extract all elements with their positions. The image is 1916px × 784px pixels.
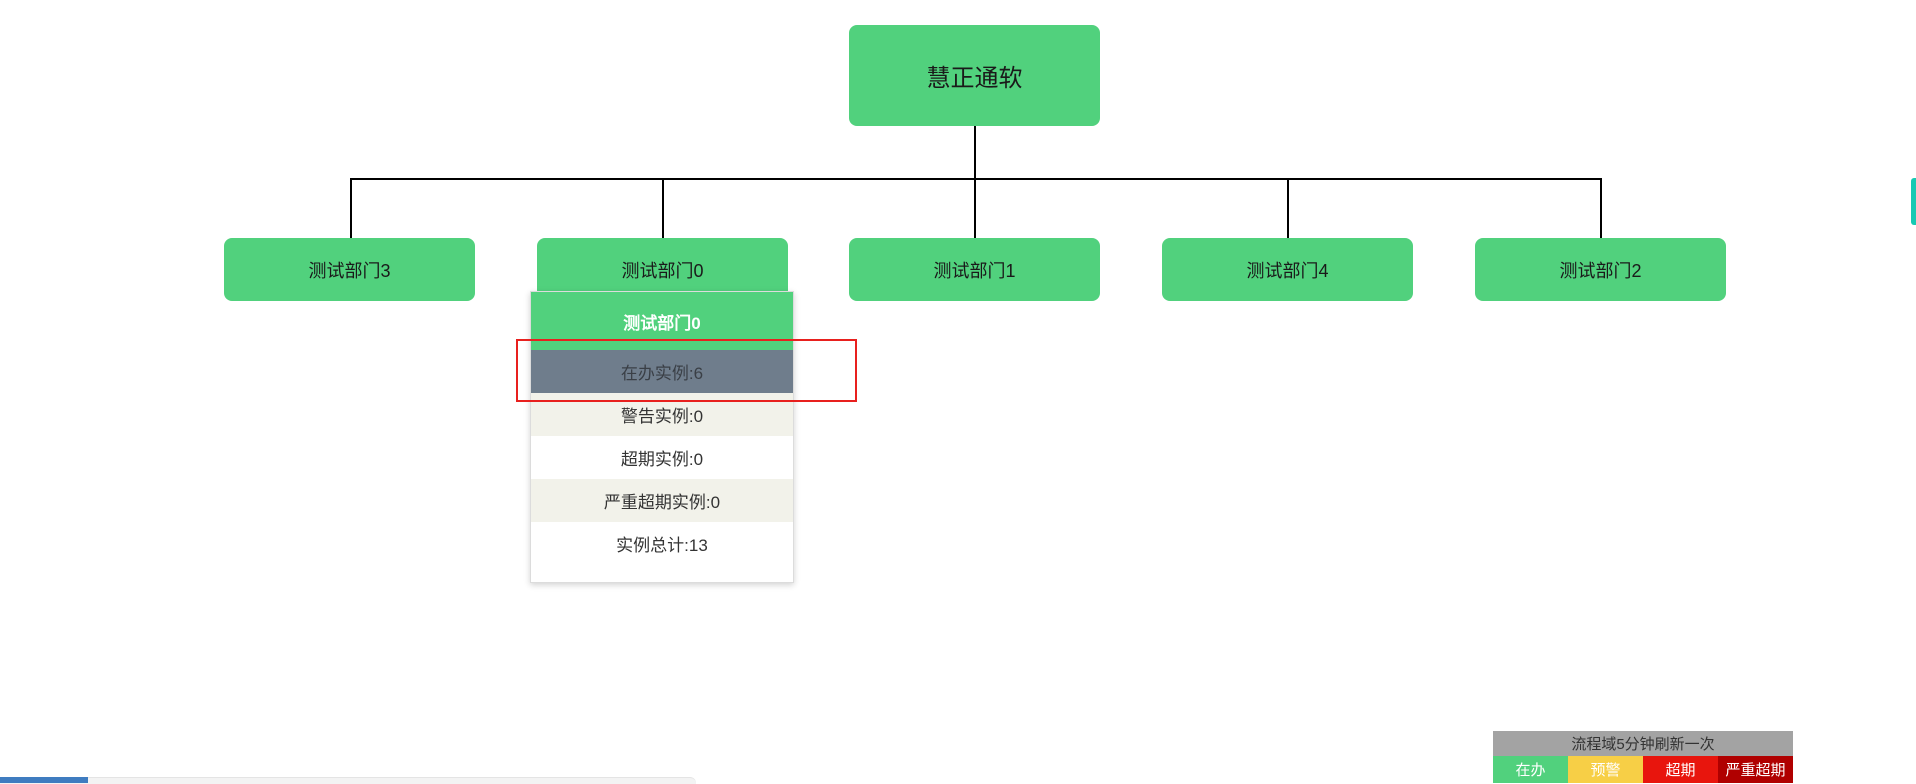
department-stats-popup: 测试部门0 在办实例:6 警告实例:0 超期实例:0 严重超期实例:0 实例总计… bbox=[530, 291, 794, 583]
dept-node-1[interactable]: 测试部门1 bbox=[849, 238, 1100, 301]
connector-horizontal bbox=[350, 178, 1602, 180]
legend-item-overdue: 超期 bbox=[1643, 756, 1718, 783]
legend-item-active: 在办 bbox=[1493, 756, 1568, 783]
status-legend: 流程域5分钟刷新一次 在办 预警 超期 严重超期 bbox=[1493, 731, 1793, 783]
connector-dept-2 bbox=[662, 178, 664, 238]
popup-row-severe-overdue-instances[interactable]: 严重超期实例:0 bbox=[531, 479, 793, 522]
legend-item-warning: 预警 bbox=[1568, 756, 1643, 783]
popup-row-total-instances[interactable]: 实例总计:13 bbox=[616, 536, 708, 555]
dept-node-3[interactable]: 测试部门3 bbox=[224, 238, 475, 301]
dept-node-2[interactable]: 测试部门2 bbox=[1475, 238, 1726, 301]
dept-node-0[interactable]: 测试部门0 bbox=[537, 238, 788, 301]
bottom-tab-active[interactable] bbox=[0, 777, 88, 783]
connector-dept-3 bbox=[974, 178, 976, 238]
side-scroll-handle[interactable] bbox=[1911, 178, 1916, 225]
connector-root-vertical bbox=[974, 126, 976, 180]
bottom-tab-bar bbox=[0, 777, 696, 784]
popup-row-warning-instances[interactable]: 警告实例:0 bbox=[531, 393, 793, 436]
dept-node-4[interactable]: 测试部门4 bbox=[1162, 238, 1413, 301]
popup-row-overdue-instances[interactable]: 超期实例:0 bbox=[620, 450, 704, 469]
popup-title: 测试部门0 bbox=[531, 292, 793, 350]
popup-row-active-instances[interactable]: 在办实例:6 bbox=[531, 350, 793, 393]
connector-dept-5 bbox=[1600, 178, 1602, 238]
legend-title: 流程域5分钟刷新一次 bbox=[1493, 731, 1793, 756]
legend-row: 在办 预警 超期 严重超期 bbox=[1493, 756, 1793, 783]
connector-dept-1 bbox=[350, 178, 352, 238]
org-root-node[interactable]: 慧正通软 bbox=[849, 25, 1100, 126]
legend-item-severe-overdue: 严重超期 bbox=[1718, 756, 1793, 783]
connector-dept-4 bbox=[1287, 178, 1289, 238]
